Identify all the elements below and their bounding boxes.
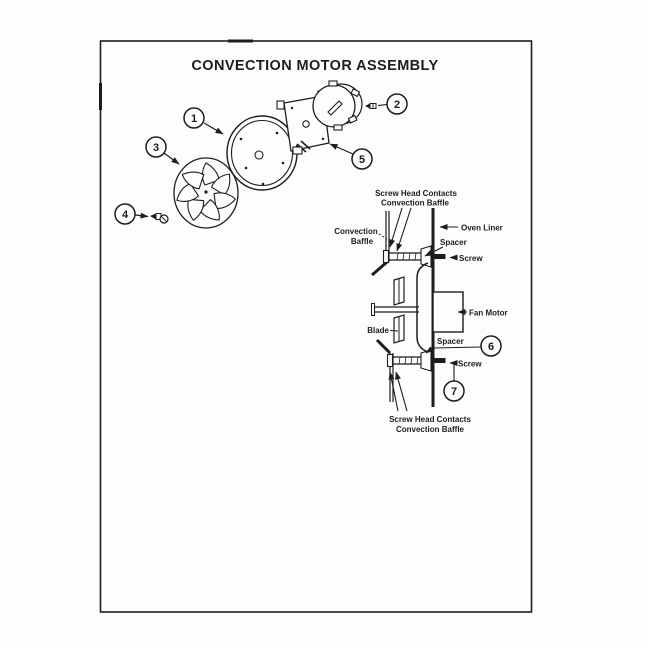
- screw-top-text: Screw: [459, 254, 483, 263]
- blade-vane: [213, 192, 237, 209]
- callout-2-circle: [386, 93, 408, 115]
- callout-3-number: 3: [153, 142, 159, 154]
- blade-hub-dot: [204, 190, 208, 194]
- top-note-leader-b: [396, 207, 412, 252]
- callout-5-leader: [329, 143, 354, 155]
- bottom-note: Screw Head Contacts Convection Baffle: [388, 371, 471, 434]
- fan-motor-label: Fan Motor: [457, 309, 508, 318]
- callout-5-circle: [351, 148, 373, 170]
- top-note-line2: Convection Baffle: [381, 199, 450, 208]
- top-screw-assembly: [382, 245, 446, 268]
- motor-shaft: [327, 100, 343, 116]
- blade-vane: [201, 162, 220, 186]
- blade-vane: [176, 182, 200, 202]
- blade-vane: [199, 199, 220, 221]
- convection-baffle-label-line1: Convection: [334, 227, 378, 236]
- page-border: [99, 40, 533, 613]
- callout-3: 3: [145, 136, 180, 165]
- bottom-note-leader-a: [388, 371, 399, 412]
- bottom-screw-assembly: [386, 349, 446, 372]
- blade-vane: [187, 198, 205, 221]
- page-frame: [99, 39, 533, 613]
- spacer-bottom-text: Spacer: [437, 337, 464, 346]
- bottom-screw-tip: [434, 358, 446, 363]
- bottom-note-leader-b: [395, 371, 408, 412]
- blade-vanes: [176, 162, 237, 221]
- motor-tab: [350, 88, 361, 98]
- motor-tab: [328, 80, 338, 87]
- callout-7-circle: [443, 380, 465, 402]
- callout-2: 2: [377, 93, 408, 115]
- plate-tab: [276, 100, 285, 110]
- top-note-line1: Screw Head Contacts: [375, 189, 457, 198]
- callout-6-number: 6: [488, 341, 494, 353]
- top-screw-tip: [434, 254, 446, 259]
- blade-leader: [389, 329, 399, 332]
- shaft: [371, 303, 419, 316]
- spacer-bottom-label: Spacer 6: [425, 335, 502, 357]
- page-title: CONVECTION MOTOR ASSEMBLY: [191, 58, 438, 74]
- spacer-top-label: Spacer: [424, 238, 467, 257]
- motor-tab: [333, 124, 343, 131]
- bottom-note-line1: Screw Head Contacts: [389, 415, 471, 424]
- callout-7-number: 7: [451, 386, 457, 398]
- callout-1: 1: [183, 107, 224, 135]
- spacer-bottom-leader: [425, 346, 482, 354]
- oven-liner-label: Oven Liner: [439, 224, 503, 233]
- blade-screw-part: [150, 213, 169, 224]
- bottom-note-line2: Convection Baffle: [396, 425, 465, 434]
- motor-tab: [347, 114, 358, 124]
- plate-bracket: [292, 146, 303, 155]
- baffle-center-hole: [254, 150, 264, 160]
- callout-1-leader: [203, 122, 224, 135]
- convection-baffle-label-line2: Baffle: [351, 237, 374, 246]
- spacer-top-leader: [424, 246, 444, 257]
- convection-baffle-part: [226, 115, 298, 191]
- callout-4-leader: [134, 212, 149, 219]
- callout-2-leader: [377, 103, 388, 107]
- callout-1-number: 1: [191, 113, 197, 125]
- callout-4-circle: [114, 203, 136, 225]
- fan-blade-part: [173, 157, 239, 229]
- top-screw-head: [382, 249, 390, 264]
- motor-part: [312, 80, 363, 131]
- convection-baffle-leader: [378, 233, 388, 240]
- bottom-screw-head: [386, 353, 394, 368]
- bottom-baffle: [375, 338, 394, 402]
- bottom-baffle-flange: [375, 338, 392, 355]
- callout-6-circle: [480, 335, 502, 357]
- blade-section: [393, 276, 405, 344]
- screw-bottom-label: Screw 7: [443, 360, 482, 402]
- screw-top-label: Screw: [449, 254, 483, 263]
- bottom-spacer-shape: [420, 349, 432, 372]
- callout-2-number: 2: [394, 99, 400, 111]
- blade-vane: [181, 171, 205, 190]
- top-note: Screw Head Contacts Convection Baffle: [375, 189, 457, 252]
- callout-1-circle: [183, 107, 205, 129]
- screw-bottom-text: Screw: [458, 360, 482, 369]
- top-baffle: [371, 211, 390, 277]
- exploded-view: 1 2 3 4 5: [114, 80, 408, 229]
- callout-4-number: 4: [122, 209, 129, 221]
- spacer-top-text: Spacer: [440, 238, 467, 247]
- top-note-leader-a: [389, 207, 403, 248]
- callout-5-number: 5: [359, 154, 365, 166]
- top-baffle-flange: [371, 260, 388, 277]
- blade-vane: [210, 173, 231, 196]
- callout-3-leader: [163, 152, 180, 165]
- motor-screw-part: [365, 103, 377, 109]
- fan-motor-text: Fan Motor: [469, 309, 508, 318]
- plate-center-hole: [302, 120, 310, 128]
- callout-4: 4: [114, 203, 149, 225]
- callout-5: 5: [329, 143, 373, 170]
- blade-text: Blade: [367, 326, 389, 335]
- convection-baffle-label: Convection Baffle: [334, 227, 388, 246]
- oven-liner-text: Oven Liner: [461, 224, 503, 233]
- blade-label: Blade: [367, 326, 399, 335]
- callout-3-circle: [145, 136, 167, 158]
- cross-section: Screw Head Contacts Convection Baffle Co…: [334, 189, 507, 434]
